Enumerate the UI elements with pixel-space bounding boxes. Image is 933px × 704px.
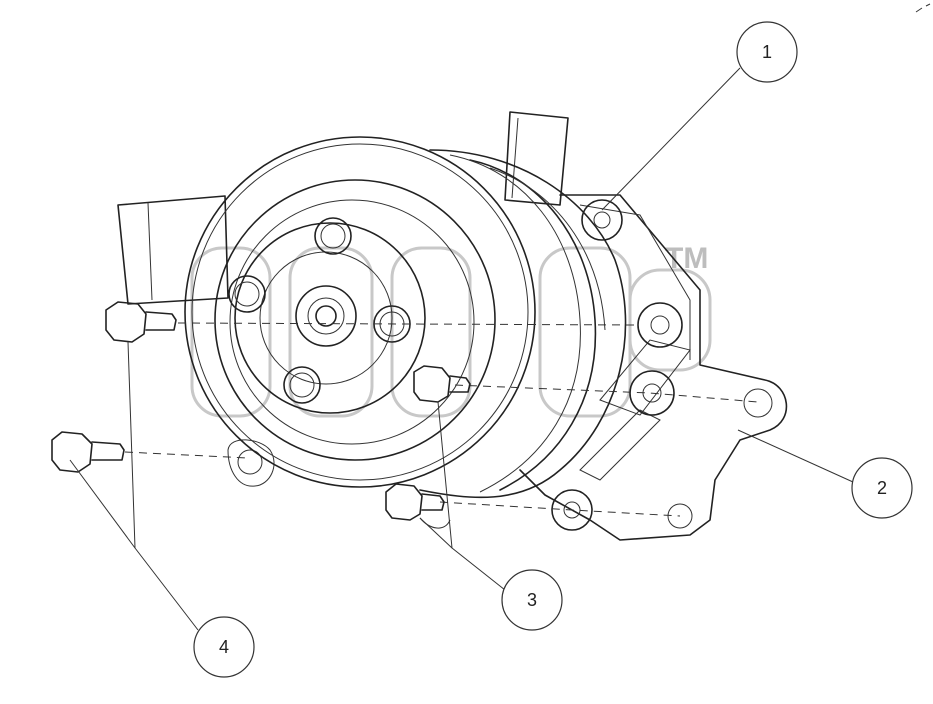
callout-2-label: 2	[877, 478, 887, 498]
corner-mark	[915, 3, 931, 13]
inlet-pipe	[117, 195, 229, 305]
bolt-part-4-upper	[105, 301, 177, 343]
bolt-part-4-lower	[51, 431, 125, 473]
outlet-pipe	[504, 111, 569, 206]
callout-4: 4	[193, 616, 255, 678]
mounting-bracket	[227, 194, 788, 541]
pump-housing	[419, 149, 627, 499]
leader-lines	[69, 67, 854, 631]
callout-2: 2	[851, 457, 913, 519]
pulley	[184, 136, 536, 488]
callout-4-label: 4	[219, 637, 229, 657]
bolt-part-3-upper	[413, 365, 471, 403]
watermark-trademark: TM	[665, 242, 708, 275]
callout-3: 3	[501, 569, 563, 631]
callout-3-label: 3	[527, 590, 537, 610]
assembly-lines	[124, 322, 759, 517]
watermark-logo: TM	[190, 242, 712, 418]
callout-1-label: 1	[762, 42, 772, 62]
bolt-part-3-lower	[385, 483, 451, 529]
callout-1: 1	[736, 21, 798, 83]
